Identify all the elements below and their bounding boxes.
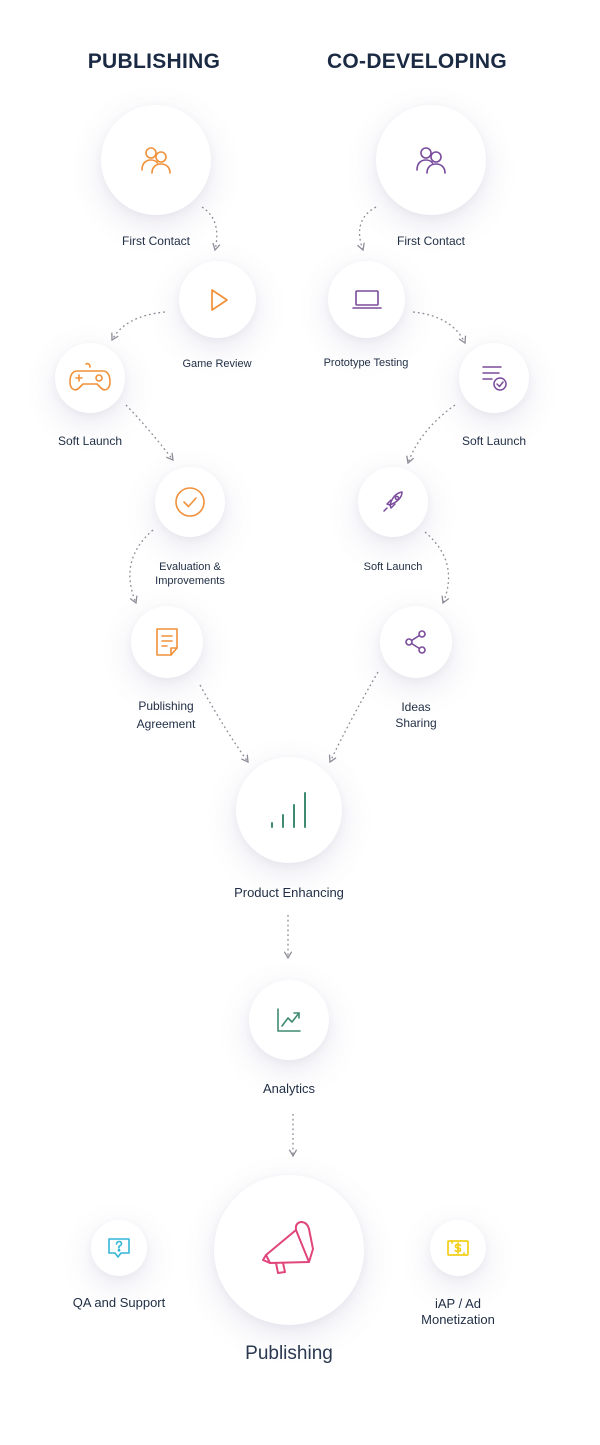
pub-evaluation-label-line1: Evaluation & [159, 561, 221, 573]
pub-evaluation-label-line2: Improvements [155, 575, 225, 587]
question-bubble-icon [108, 1238, 130, 1258]
share-icon [405, 630, 426, 654]
pub-first-contact-node[interactable] [101, 105, 211, 215]
co-prototype-label: Prototype Testing [323, 357, 409, 369]
checklist-icon [482, 366, 507, 391]
co-rocket-label: Soft Launch [363, 561, 423, 573]
arrow-co-2 [412, 311, 467, 345]
monetization-node[interactable] [430, 1220, 486, 1276]
bar-chart-icon [271, 792, 306, 828]
pub-agreement-label: Publishing Agreement [116, 697, 216, 733]
analytics-node[interactable] [249, 980, 329, 1060]
pub-first-contact-label: First Contact [121, 234, 190, 248]
publishing-heading: PUBLISHING [87, 50, 221, 73]
product-enhancing-label: Product Enhancing [234, 885, 344, 900]
co-prototype-node[interactable] [328, 261, 405, 338]
pub-game-review-label: Game Review [182, 358, 252, 370]
gamepad-icon [69, 362, 111, 391]
codeveloping-heading: CO-DEVELOPING [326, 50, 508, 73]
co-soft-launch-label: Soft Launch [461, 434, 527, 448]
publishing-final-label: Publishing [245, 1343, 333, 1364]
pub-agreement-label-line2: Agreement [136, 717, 196, 731]
money-icon [447, 1240, 469, 1256]
users-icon [141, 147, 171, 174]
megaphone-icon [262, 1221, 314, 1274]
qa-support-node[interactable] [91, 1220, 147, 1276]
co-first-contact-node[interactable] [376, 105, 486, 215]
publishing-final-node[interactable] [214, 1175, 364, 1325]
pub-soft-launch-node[interactable] [55, 343, 125, 413]
monetization-label: iAP / Ad Monetization [398, 1296, 518, 1328]
co-soft-launch-node[interactable] [459, 343, 529, 413]
arrow-pub-2 [111, 311, 166, 342]
co-ideas-label: Ideas Sharing [366, 699, 466, 731]
pub-evaluation-label: Evaluation & Improvements [138, 560, 242, 588]
pub-agreement-label-line1: Publishing [138, 699, 194, 713]
co-ideas-node[interactable] [380, 606, 452, 678]
pub-evaluation-node[interactable] [155, 467, 225, 537]
co-ideas-label-line2: Sharing [395, 716, 437, 730]
co-first-contact-label: First Contact [396, 234, 465, 248]
pub-game-review-node[interactable] [179, 261, 256, 338]
monetization-label-line1: iAP / Ad [434, 1296, 481, 1311]
co-rocket-node[interactable] [358, 467, 428, 537]
play-icon [210, 288, 228, 311]
trend-chart-icon [277, 1008, 301, 1032]
monetization-label-line2: Monetization [421, 1312, 495, 1327]
rocket-icon [383, 491, 403, 512]
document-icon [156, 628, 178, 656]
check-circle-icon [175, 487, 205, 517]
qa-support-label: QA and Support [72, 1295, 166, 1310]
product-enhancing-node[interactable] [236, 757, 342, 863]
analytics-label: Analytics [262, 1081, 316, 1096]
laptop-icon [351, 289, 382, 309]
pub-soft-launch-label: Soft Launch [57, 434, 123, 448]
users-icon [416, 147, 446, 174]
co-ideas-label-line1: Ideas [401, 700, 431, 714]
pub-agreement-node[interactable] [131, 606, 203, 678]
